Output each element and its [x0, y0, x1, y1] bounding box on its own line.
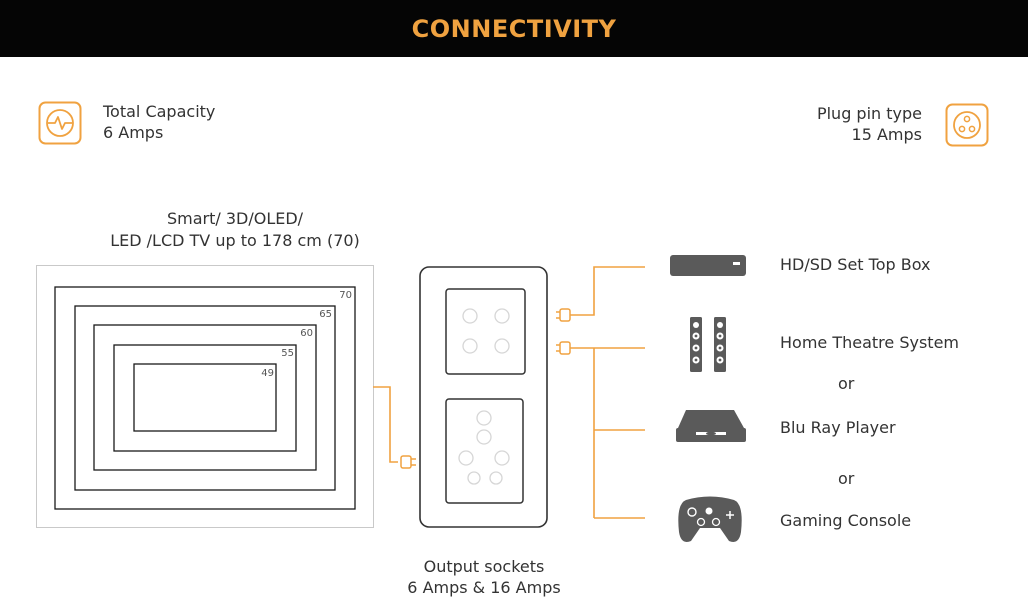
set-top-box-icon	[670, 255, 746, 276]
socket-icon	[945, 103, 989, 147]
tv-size-label-65: 65	[319, 309, 332, 320]
tv-caption-line1: Smart/ 3D/OLED/	[166, 209, 304, 228]
capacity-value: 6 Amps	[103, 123, 164, 142]
device-label-theatre: Home Theatre System	[780, 333, 959, 352]
tv-cable	[373, 386, 398, 463]
tv-plug-icon	[400, 455, 416, 469]
tv-size-65-outline	[74, 305, 336, 491]
header-bar: CONNECTIVITY	[0, 0, 1028, 57]
output-plug-icon-bottom	[556, 341, 571, 355]
game-controller-icon	[678, 496, 742, 542]
tv-size-70-outline	[54, 286, 356, 510]
tv-frame	[36, 265, 374, 528]
pulse-icon	[38, 101, 82, 145]
output-caption-line1: Output sockets	[423, 557, 545, 576]
tv-size-label-70: 70	[339, 290, 352, 301]
output-plug-icon-top	[556, 308, 571, 322]
socket-16-amp	[445, 398, 524, 504]
tv-size-55-outline	[113, 344, 297, 452]
device-label-gaming: Gaming Console	[780, 511, 912, 530]
settop-cable	[570, 266, 645, 316]
speakers-icon	[690, 317, 726, 372]
or-label-1: or	[838, 374, 855, 393]
or-label-2: or	[838, 469, 855, 488]
tv-size-60-outline	[93, 324, 317, 471]
blu-ray-player-icon	[676, 410, 746, 442]
socket-6-amp	[445, 288, 526, 375]
tv-size-label-60: 60	[300, 328, 313, 339]
capacity-label: Total Capacity	[103, 102, 216, 121]
device-label-bluray: Blu Ray Player	[780, 418, 896, 437]
tv-size-label-55: 55	[281, 348, 294, 359]
page-title: CONNECTIVITY	[411, 14, 617, 43]
plug-label: Plug pin type	[816, 104, 922, 123]
output-caption-line2: 6 Amps & 16 Amps	[407, 578, 561, 597]
output-caption: Output sockets 6 Amps & 16 Amps	[384, 556, 584, 598]
tv-caption-line2: LED /LCD TV up to 178 cm (70)	[110, 231, 360, 250]
tv-caption: Smart/ 3D/OLED/ LED /LCD TV up to 178 cm…	[36, 208, 434, 252]
tv-size-label-49: 49	[261, 368, 274, 379]
plug-value: 15 Amps	[851, 125, 922, 144]
capacity-spec: Total Capacity 6 Amps	[103, 101, 215, 143]
plug-spec: Plug pin type 15 Amps	[817, 103, 922, 145]
tv-size-49-outline	[133, 363, 277, 432]
av-bus-cable	[570, 347, 645, 519]
device-label-settop: HD/SD Set Top Box	[780, 255, 931, 274]
